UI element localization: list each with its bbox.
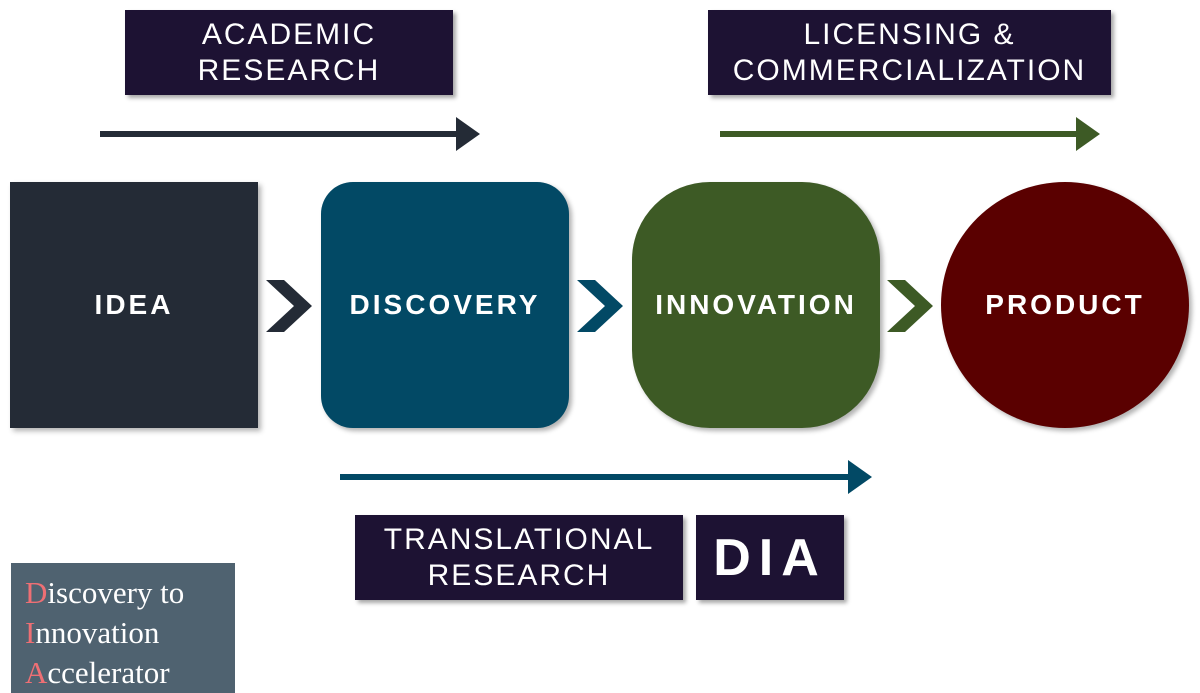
dia-text: DIA <box>713 528 827 587</box>
dia-logo: Discovery to Innovation Accelerator <box>11 563 235 693</box>
academic-research-line-2: RESEARCH <box>197 53 381 87</box>
academic-research-label: ACADEMIC RESEARCH <box>125 10 453 95</box>
translational-line-2: RESEARCH <box>427 558 611 592</box>
translational-arrow-head <box>848 460 872 494</box>
stage-product-label: PRODUCT <box>985 289 1145 320</box>
logo-line-accelerator: Accelerator <box>25 653 223 693</box>
chevron-right-icon <box>266 280 312 332</box>
stage-innovation-label: INNOVATION <box>655 289 857 320</box>
licensing-arrow <box>720 117 1100 151</box>
stage-discovery: DISCOVERY <box>321 182 569 428</box>
translational-research-label: TRANSLATIONAL RESEARCH <box>355 515 683 600</box>
chevron-right-icon <box>887 280 933 332</box>
stage-discovery-label: DISCOVERY <box>349 289 541 320</box>
stage-product: PRODUCT <box>941 182 1189 428</box>
academic-research-arrow <box>100 117 480 151</box>
logo-line-innovation: Innovation <box>25 613 223 653</box>
chevron-shape-1 <box>266 280 312 332</box>
academic-research-line-1: ACADEMIC <box>201 17 377 51</box>
logo-line-discovery: Discovery to <box>25 573 223 613</box>
dia-label: DIA <box>696 515 844 600</box>
licensing-line-1: LICENSING & <box>803 17 1016 51</box>
academic-arrow-head <box>456 117 480 151</box>
licensing-line-2: COMMERCIALIZATION <box>732 53 1087 87</box>
translational-research-arrow <box>340 460 872 494</box>
logo-initial-a: A <box>25 655 48 690</box>
licensing-arrow-head <box>1076 117 1100 151</box>
chevron-right-icon <box>577 280 623 332</box>
chevron-shape-2 <box>577 280 623 332</box>
translational-line-1: TRANSLATIONAL <box>383 522 655 556</box>
logo-rest-1: iscovery to <box>47 575 185 610</box>
logo-initial-i: I <box>25 615 36 650</box>
logo-rest-3: ccelerator <box>47 655 170 690</box>
stage-idea: IDEA <box>10 182 258 428</box>
stage-idea-label: IDEA <box>94 289 174 320</box>
stage-innovation: INNOVATION <box>632 182 880 428</box>
licensing-commercialization-label: LICENSING & COMMERCIALIZATION <box>708 10 1111 95</box>
logo-rest-2: nnovation <box>35 615 160 650</box>
chevron-shape-3 <box>887 280 933 332</box>
logo-initial-d: D <box>25 575 48 610</box>
